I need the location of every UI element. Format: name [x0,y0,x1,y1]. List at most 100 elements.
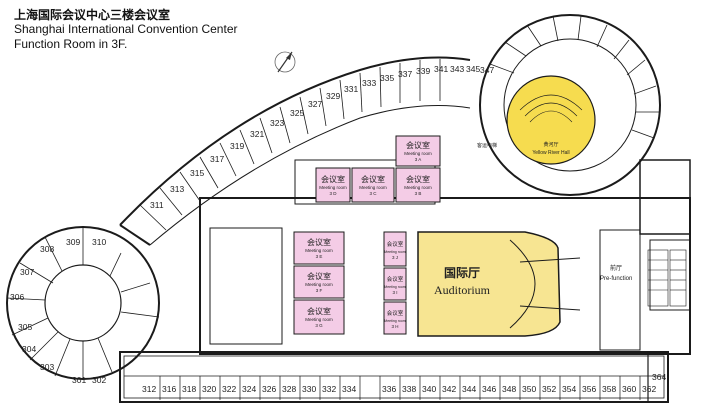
svg-text:303: 303 [40,362,54,372]
svg-text:334: 334 [342,384,356,394]
svg-text:会议室: 会议室 [387,309,404,317]
meeting-room-3a[interactable]: 会议室 Meeting room 3 A [395,135,441,167]
auditorium-en: Auditorium [434,283,491,297]
svg-text:Meeting room: Meeting room [305,317,333,322]
svg-text:3 H: 3 H [391,324,398,329]
svg-text:会议室: 会议室 [406,174,430,184]
svg-text:3 A: 3 A [415,157,422,162]
escalators [647,249,687,307]
svg-text:Meeting room: Meeting room [404,185,432,190]
svg-text:320: 320 [202,384,216,394]
svg-text:354: 354 [562,384,576,394]
elevator-label: 客运电梯 [477,142,497,149]
svg-text:364: 364 [652,372,666,382]
svg-text:344: 344 [462,384,476,394]
svg-text:347: 347 [480,65,494,75]
svg-text:332: 332 [322,384,336,394]
svg-text:会议室: 会议室 [387,240,404,248]
bottom-partitions [124,375,664,400]
meeting-room-3d[interactable]: 会议室 Meeting room 3 D [315,167,351,203]
svg-text:Meeting room: Meeting room [319,185,347,190]
svg-text:345: 345 [466,64,480,74]
svg-text:346: 346 [482,384,496,394]
svg-text:348: 348 [502,384,516,394]
prefunction-label: 前厅 Pre-function [600,264,632,282]
svg-text:309: 309 [66,237,80,247]
svg-text:会议室: 会议室 [307,271,331,281]
svg-text:330: 330 [302,384,316,394]
svg-text:310: 310 [92,237,106,247]
svg-text:316: 316 [162,384,176,394]
yellow-river-hall-cn: 黄河厅 [543,141,558,148]
yellow-river-hall[interactable]: 黄河厅 Yellow River Hall [506,75,596,165]
svg-text:323: 323 [270,118,284,128]
meeting-room-3c[interactable]: 会议室 Meeting room 3 C [351,167,395,203]
meeting-room-3h[interactable]: 会议室 Meeting room 3 H [383,301,407,335]
svg-text:308: 308 [40,244,54,254]
svg-text:306: 306 [10,292,24,302]
svg-text:3 D: 3 D [329,191,337,196]
svg-text:322: 322 [222,384,236,394]
svg-text:328: 328 [282,384,296,394]
compass-icon [274,51,296,73]
meeting-room-3j[interactable]: 会议室 Meeting room 3 J [383,231,407,267]
svg-text:Meeting room: Meeting room [384,250,405,254]
meeting-room-3e[interactable]: 会议室 Meeting room 3 E [293,231,345,265]
room-labels-left-circle: 301 302 303 304 305 306 307 308 309 310 [10,237,106,385]
svg-text:3 F: 3 F [316,288,323,293]
svg-text:358: 358 [602,384,616,394]
svg-text:342: 342 [442,384,456,394]
map-title-chinese: 上海国际会议中心三楼会议室 [14,8,171,22]
right-circle-partitions [489,15,660,139]
svg-text:会议室: 会议室 [307,306,331,316]
svg-text:3 C: 3 C [369,191,377,196]
auditorium-cn: 国际厅 [444,266,480,280]
room-labels-arc: 311 313 315 317 319 321 323 325 327 329 … [150,64,494,210]
svg-text:324: 324 [242,384,256,394]
svg-text:会议室: 会议室 [387,275,404,283]
map-subtitle-english: Function Room in 3F. [14,37,128,51]
left-circle-partitions [6,227,160,379]
arc-partitions [139,59,441,231]
svg-text:326: 326 [262,384,276,394]
svg-text:3 B: 3 B [415,191,422,196]
svg-text:360: 360 [622,384,636,394]
svg-text:3 G: 3 G [315,323,323,328]
svg-text:304: 304 [22,344,36,354]
svg-text:317: 317 [210,154,224,164]
svg-text:前厅: 前厅 [610,264,622,272]
svg-text:329: 329 [326,91,340,101]
auditorium[interactable]: 国际厅 Auditorium [417,231,581,337]
svg-text:Pre-function: Pre-function [600,276,632,282]
svg-text:312: 312 [142,384,156,394]
svg-text:313: 313 [170,184,184,194]
meeting-room-3f[interactable]: 会议室 Meeting room 3 F [293,265,345,299]
svg-text:335: 335 [380,73,394,83]
svg-text:325: 325 [290,108,304,118]
svg-text:338: 338 [402,384,416,394]
svg-text:会议室: 会议室 [406,140,430,150]
meeting-room-3g[interactable]: 会议室 Meeting room 3 G [293,299,345,335]
svg-text:319: 319 [230,141,244,151]
svg-text:352: 352 [542,384,556,394]
svg-text:Meeting room: Meeting room [404,151,432,156]
svg-text:Meeting room: Meeting room [305,282,333,287]
svg-text:3 J: 3 J [392,255,398,260]
svg-text:327: 327 [308,99,322,109]
svg-text:341: 341 [434,64,448,74]
building-outline [6,14,691,403]
svg-text:315: 315 [190,168,204,178]
svg-text:305: 305 [18,322,32,332]
meeting-room-3b[interactable]: 会议室 Meeting room 3 B [395,167,441,203]
svg-text:339: 339 [416,66,430,76]
svg-text:307: 307 [20,267,34,277]
svg-text:318: 318 [182,384,196,394]
svg-text:3 I: 3 I [392,290,397,295]
svg-text:337: 337 [398,69,412,79]
meeting-room-3i[interactable]: 会议室 Meeting room 3 I [383,267,407,301]
svg-text:301: 301 [72,375,86,385]
svg-text:302: 302 [92,375,106,385]
room-labels-bottom: 312 316 318 320 322 324 326 328 330 332 … [142,372,666,394]
svg-text:会议室: 会议室 [361,174,385,184]
